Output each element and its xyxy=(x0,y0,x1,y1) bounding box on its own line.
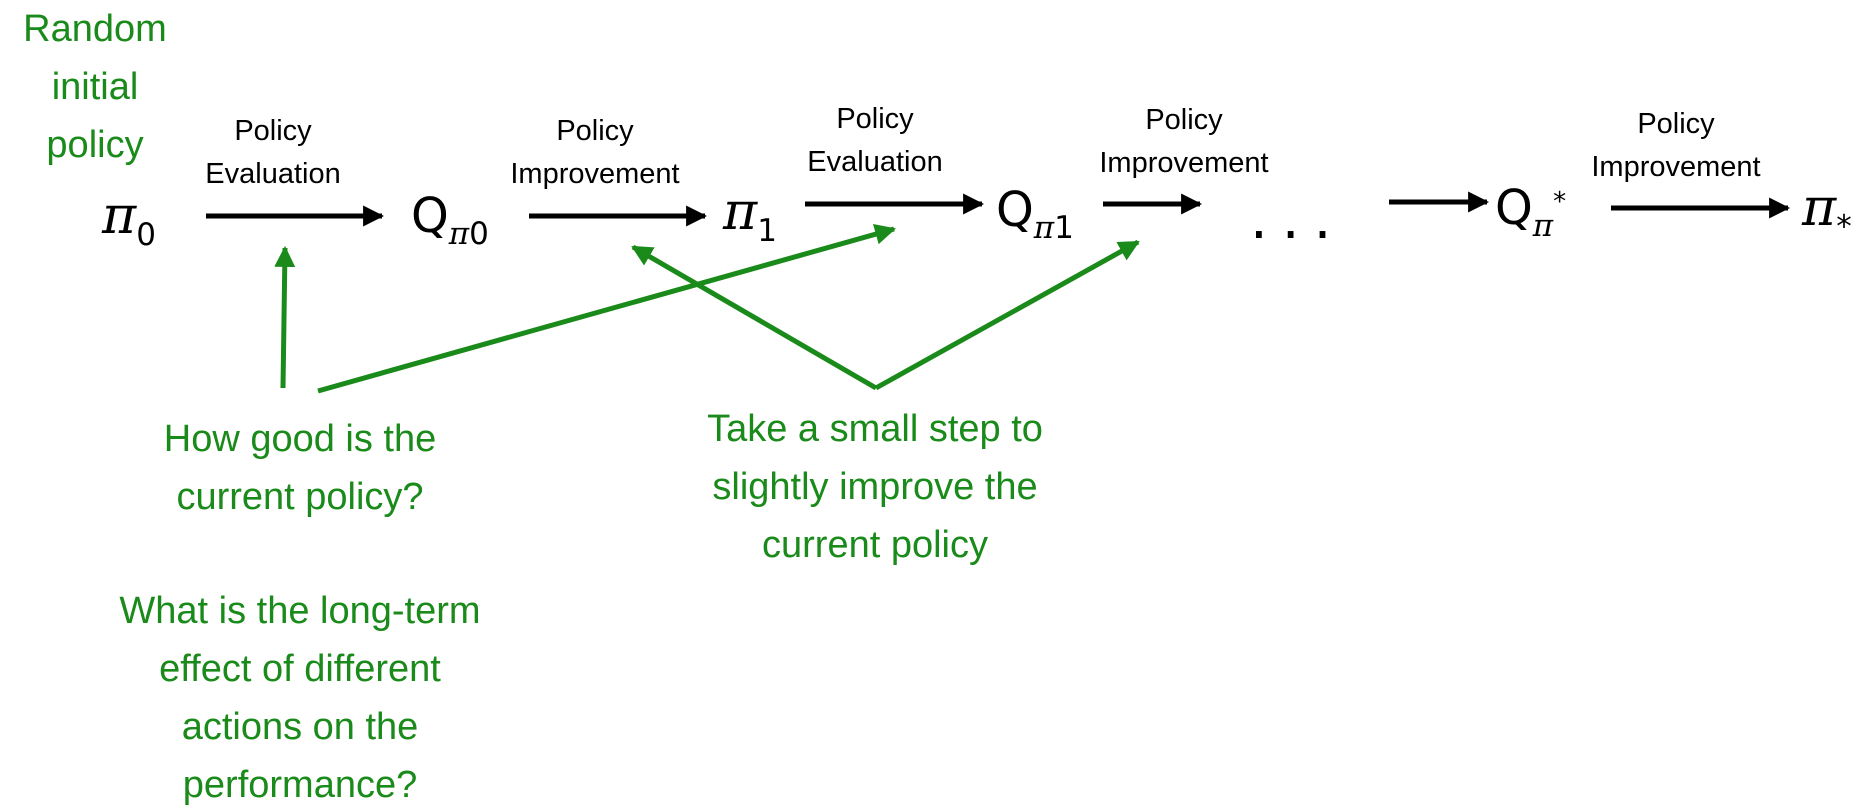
evaluation-note: How good is the current policy? xyxy=(100,410,500,526)
node-subscript-pi: π xyxy=(1033,210,1055,246)
improvement-note: Take a small step to slightly improve th… xyxy=(660,400,1090,574)
long-term-note-line: What is the long-term xyxy=(119,590,481,632)
note-arrow-to-second-improvement xyxy=(874,239,1140,391)
long-term-note-line: performance? xyxy=(182,764,418,806)
start-label-line: initial xyxy=(51,66,139,108)
step-label-evaluation-1: Policy Evaluation xyxy=(178,110,368,196)
step-label-line: Policy xyxy=(836,103,914,135)
step-label-line: Improvement xyxy=(1591,151,1761,183)
note-arrow-to-first-improvement xyxy=(631,244,878,391)
step-label-evaluation-2: Policy Evaluation xyxy=(780,98,970,184)
node-superscript: * xyxy=(1553,187,1567,217)
node-subscript: 0 xyxy=(136,217,156,253)
node-subscript: 1 xyxy=(1054,210,1074,246)
node-subscript: 1 xyxy=(757,213,777,249)
step-label-improvement-final: Policy Improvement xyxy=(1576,103,1776,189)
start-label-line: Random xyxy=(23,8,167,50)
step-label-line: Improvement xyxy=(510,158,680,190)
evaluation-note-line: current policy? xyxy=(176,476,424,518)
improvement-note-line: Take a small step to xyxy=(707,408,1043,450)
step-label-line: Evaluation xyxy=(205,158,341,190)
node-symbol: π xyxy=(723,182,758,242)
step-label-line: Policy xyxy=(234,115,312,147)
node-symbol: Q xyxy=(411,188,449,244)
node-pistar: π* xyxy=(1802,178,1852,245)
step-label-improvement-1: Policy Improvement xyxy=(495,110,695,196)
evaluation-note-line: How good is the xyxy=(163,418,437,460)
node-pi0: π0 xyxy=(102,186,156,253)
node-pi1: π1 xyxy=(723,182,777,249)
long-term-note: What is the long-term effect of differen… xyxy=(70,582,530,812)
node-subscript: 0 xyxy=(469,216,489,252)
step-label-line: Improvement xyxy=(1099,147,1269,179)
node-q-pi0: Qπ0 xyxy=(411,186,489,252)
node-symbol: Q xyxy=(1495,180,1533,236)
step-label-line: Policy xyxy=(1637,108,1715,140)
node-symbol: π xyxy=(102,186,137,246)
step-label-line: Evaluation xyxy=(807,146,943,178)
node-ellipsis: ... xyxy=(1250,187,1346,252)
node-q-pi1: Qπ1 xyxy=(996,180,1074,246)
node-symbol: Q xyxy=(996,182,1034,238)
step-label-line: Policy xyxy=(556,115,634,147)
node-symbol: π xyxy=(1802,178,1837,238)
note-arrow-to-second-evaluation xyxy=(317,224,897,394)
node-subscript-pi: π xyxy=(448,216,470,252)
improvement-note-line: slightly improve the xyxy=(712,466,1038,508)
long-term-note-line: effect of different xyxy=(159,648,441,690)
node-subscript: * xyxy=(1836,209,1852,245)
start-label: Random initial policy xyxy=(5,0,185,174)
node-subscript-pi: π xyxy=(1532,208,1554,244)
long-term-note-line: actions on the xyxy=(181,706,419,748)
note-arrow-to-first-evaluation xyxy=(274,245,296,389)
start-label-line: policy xyxy=(46,124,144,166)
step-label-improvement-2: Policy Improvement xyxy=(1084,99,1284,185)
node-q-pistar: Qπ* xyxy=(1495,178,1566,246)
improvement-note-line: current policy xyxy=(762,524,988,566)
step-label-line: Policy xyxy=(1145,104,1223,136)
